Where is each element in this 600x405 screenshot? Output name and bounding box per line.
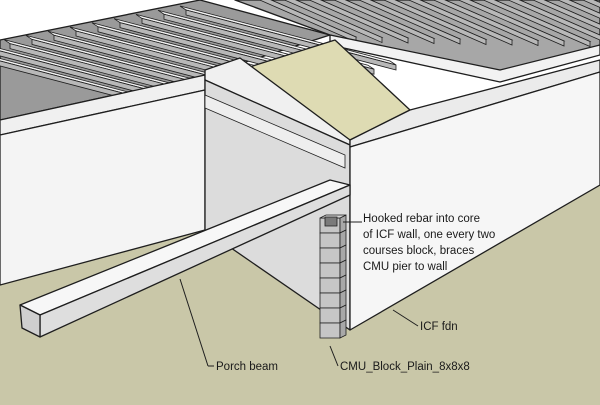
cmu-block-face bbox=[319, 247, 341, 264]
joist-side bbox=[457, 0, 565, 47]
rebar-note-line-2: of ICF wall, one every two bbox=[363, 229, 495, 241]
joist-side bbox=[557, 0, 600, 19]
cmu-block-face bbox=[319, 292, 341, 309]
rebar-note-line-3: courses block, braces bbox=[363, 245, 474, 257]
right-floor-joists bbox=[234, 0, 600, 83]
porch-beam bbox=[19, 179, 351, 338]
joist-side bbox=[407, 0, 513, 46]
joist-side bbox=[583, 0, 600, 8]
leader-icf bbox=[392, 309, 419, 327]
cmu-block-face bbox=[319, 262, 341, 279]
porch-beam-label: Porch beam bbox=[216, 361, 278, 373]
cmu-block-face bbox=[319, 232, 341, 249]
joist-side bbox=[432, 0, 539, 47]
cmu-pier bbox=[319, 214, 347, 339]
icf-wall-top bbox=[349, 59, 600, 148]
leader-porch-beam bbox=[179, 278, 209, 367]
rebar-note-line-1: Hooked rebar into core bbox=[363, 213, 480, 225]
cmu-block-label: CMU_Block_Plain_8x8x8 bbox=[340, 361, 470, 373]
rebar-note: Hooked rebar into core of ICF wall, one … bbox=[363, 213, 499, 273]
joist-side bbox=[333, 0, 435, 45]
icf-fdn-label: ICF fdn bbox=[420, 321, 458, 333]
cmu-block-face bbox=[319, 322, 341, 339]
joist-side bbox=[507, 0, 600, 41]
icf-wall-face bbox=[349, 71, 600, 331]
cmu-block-side bbox=[339, 319, 347, 339]
joist-side bbox=[308, 0, 409, 44]
leader-cmu bbox=[329, 345, 339, 367]
joist-side bbox=[283, 0, 383, 44]
cmu-block-face bbox=[319, 277, 341, 294]
cmu-core bbox=[324, 216, 338, 227]
center-wall-band bbox=[204, 94, 346, 169]
joist-side bbox=[358, 0, 461, 45]
cmu-block-face bbox=[319, 307, 341, 324]
joist-side bbox=[532, 0, 600, 30]
joist-side bbox=[482, 0, 591, 48]
joist-side bbox=[383, 0, 487, 46]
rebar-note-line-4: CMU pier to wall bbox=[363, 261, 447, 273]
